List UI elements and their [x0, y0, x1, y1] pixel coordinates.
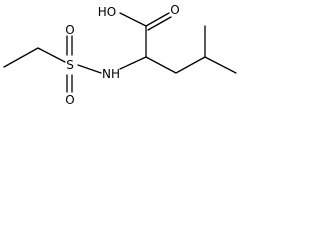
- label-sulfonyl-o-bottom: O: [65, 93, 74, 107]
- bond-ch2-ch: [175, 56, 206, 74]
- label-amine-nh: NH: [102, 67, 120, 81]
- bond-c-o-a: [145, 12, 170, 27]
- bond-lines: [3, 12, 237, 93]
- bond-c-o-b: [147, 16, 172, 31]
- bond-n-calpha: [119, 56, 147, 70]
- label-sulfonyl-o-top: O: [65, 23, 74, 37]
- label-carboxyl-oh: HO: [98, 5, 116, 19]
- bond-ethyl-ch3-ch2: [3, 47, 39, 68]
- label-carbonyl-o: O: [170, 3, 179, 17]
- bond-calpha-ch2: [145, 56, 177, 74]
- bond-ethyl-ch2-s: [37, 47, 66, 63]
- label-sulfur: S: [66, 58, 74, 72]
- bond-s-n: [77, 64, 102, 74]
- bond-ch-ch3-right: [204, 56, 237, 74]
- atom-labels: HO O S O O NH: [65, 3, 179, 107]
- bond-c-oh: [119, 12, 147, 27]
- chemical-structure-diagram: HO O S O O NH: [3, 3, 237, 107]
